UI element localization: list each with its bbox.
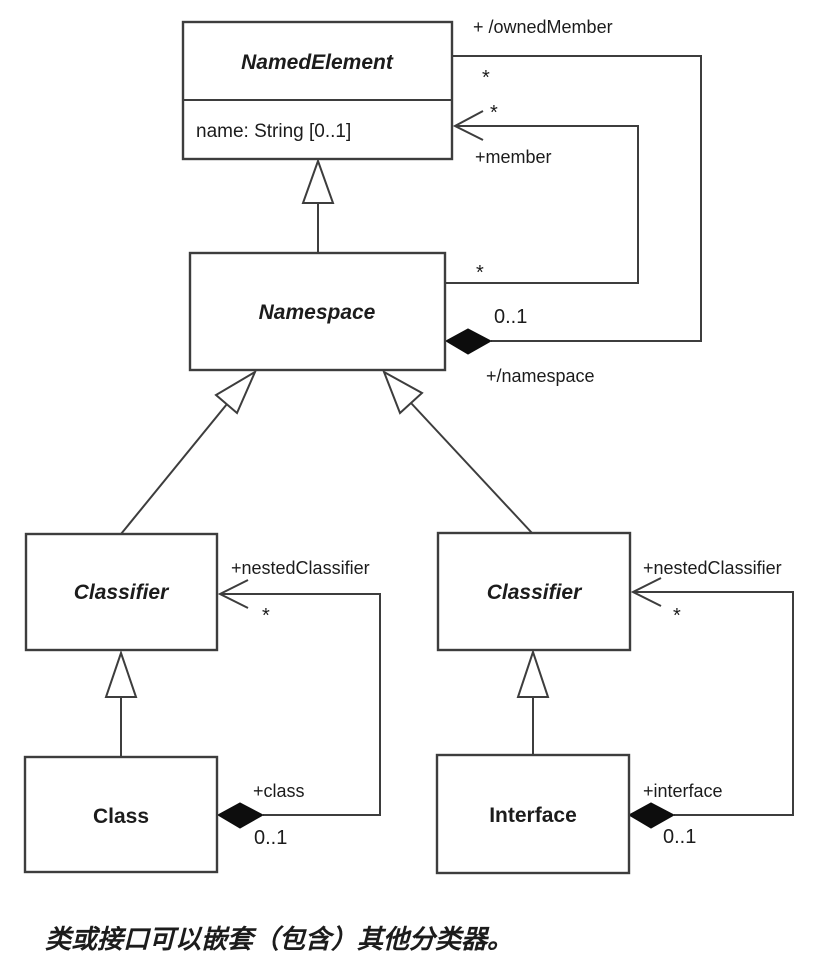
association-line <box>221 593 381 816</box>
association-label: +nestedClassifier <box>231 558 370 578</box>
class-name: Classifier <box>74 581 170 604</box>
association-line <box>634 591 794 816</box>
class-attribute: name: String [0..1] <box>196 121 351 142</box>
class-name: NamedElement <box>241 51 394 74</box>
composition-diamond-icon <box>627 802 676 829</box>
generalization-class-to-classifier <box>104 649 138 757</box>
composition-diamond-icon <box>444 328 493 355</box>
association-line <box>452 55 702 342</box>
generalization-triangle-icon <box>516 648 550 698</box>
generalization-interface-to-classifier <box>516 648 550 755</box>
association-nested-classifier-right: +nestedClassifier * +interface 0..1 <box>627 558 794 848</box>
class-box-frame <box>436 531 632 652</box>
association-member: * +member * <box>446 102 639 284</box>
role-label: +/namespace <box>486 366 595 386</box>
generalization-triangle-icon <box>301 158 335 204</box>
association-nested-classifier-left: +nestedClassifier * +class 0..1 <box>216 558 381 849</box>
class-name: Interface <box>489 804 577 827</box>
generalization-line <box>120 403 228 535</box>
multiplicity-label: * <box>490 102 498 124</box>
multiplicity-label: * <box>262 605 270 627</box>
composition-diamond-icon <box>216 802 265 829</box>
class-box-frame <box>24 532 219 652</box>
class-box-interface: Interface <box>435 753 631 875</box>
open-arrowhead-icon <box>452 110 484 141</box>
open-arrowhead-icon <box>217 579 249 609</box>
open-arrowhead-icon <box>630 577 662 607</box>
generalization-triangle-icon <box>382 369 424 415</box>
role-label: +interface <box>643 781 723 801</box>
class-name: Namespace <box>259 301 376 324</box>
class-box-frame <box>181 20 454 161</box>
role-label: +class <box>253 781 305 801</box>
generalization-triangle-icon <box>214 369 258 415</box>
class-box-frame <box>435 753 631 875</box>
class-box-classifier-left: Classifier <box>24 532 219 652</box>
class-box-frame <box>188 251 447 372</box>
class-box-classifier-right: Classifier <box>436 531 632 652</box>
multiplicity-label: 0..1 <box>663 826 696 848</box>
multiplicity-label: * <box>476 262 484 284</box>
multiplicity-label: * <box>673 605 681 627</box>
multiplicity-label: 0..1 <box>254 827 287 849</box>
generalization-namespace-to-namedelement <box>301 158 335 253</box>
generalization-classifier-left-to-namespace <box>120 369 258 535</box>
class-box-namespace: Namespace <box>188 251 447 372</box>
class-box-class: Class <box>23 755 219 874</box>
multiplicity-label: * <box>482 67 490 89</box>
class-name: Classifier <box>487 581 583 604</box>
generalization-triangle-icon <box>104 649 138 698</box>
association-label: +nestedClassifier <box>643 558 782 578</box>
diagram-caption: 类或接口可以嵌套（包含）其他分类器。 <box>45 924 513 954</box>
association-owned-member: + /ownedMember * 0..1 +/namespace <box>444 17 702 386</box>
association-label: +member <box>475 147 552 167</box>
class-box-named-element: NamedElement name: String [0..1] <box>181 20 454 161</box>
class-name: Class <box>93 805 149 828</box>
generalization-line <box>410 402 533 534</box>
multiplicity-label: 0..1 <box>494 306 527 328</box>
class-box-frame <box>23 755 219 874</box>
association-line <box>446 125 639 284</box>
association-label: + /ownedMember <box>473 17 613 37</box>
generalization-classifier-right-to-namespace <box>382 369 533 534</box>
